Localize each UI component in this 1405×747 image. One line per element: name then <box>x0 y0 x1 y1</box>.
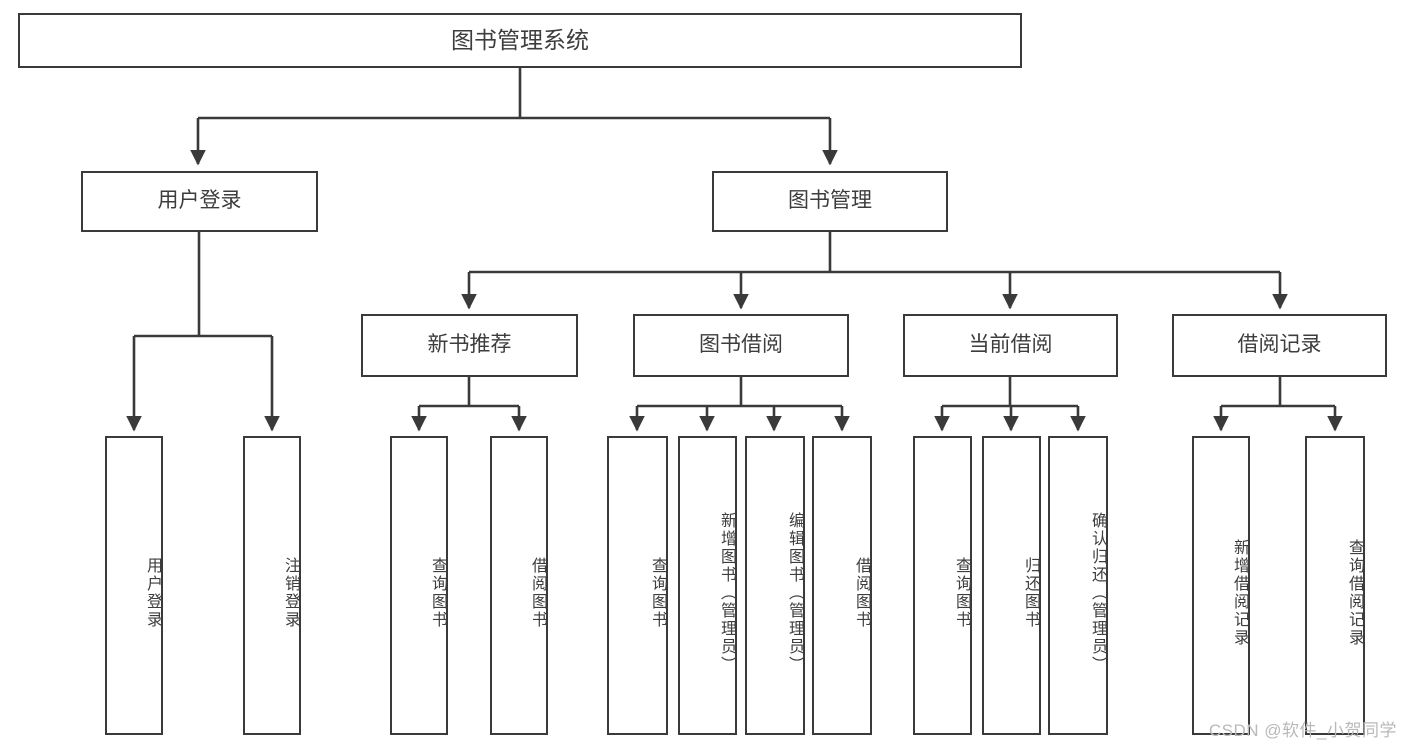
leaf-user-login-2-label: 注销登录 <box>282 556 299 629</box>
node-current-borrow[interactable]: 当前借阅 <box>903 314 1118 377</box>
leaf-book-borrow-2[interactable]: 新增图书（管理员） <box>678 436 737 735</box>
leaf-current-borrow-1[interactable]: 查询图书 <box>913 436 972 735</box>
node-user-login[interactable]: 用户登录 <box>81 171 318 232</box>
leaf-user-login-2[interactable]: 注销登录 <box>243 436 301 735</box>
leaf-user-login-1-label: 用户登录 <box>144 556 161 629</box>
leaf-book-borrow-4[interactable]: 借阅图书 <box>812 436 872 735</box>
leaf-current-borrow-2[interactable]: 归还图书 <box>982 436 1041 735</box>
leaf-current-borrow-3-label: 确认归还（管理员） <box>1089 511 1106 674</box>
leaf-book-borrow-1[interactable]: 查询图书 <box>607 436 668 735</box>
node-book-management-label: 图书管理 <box>788 189 872 213</box>
node-borrow-record-label: 借阅记录 <box>1237 333 1322 357</box>
leaf-new-book-2[interactable]: 借阅图书 <box>490 436 548 735</box>
leaf-borrow-record-1[interactable]: 新增借阅记录 <box>1192 436 1250 735</box>
leaf-new-book-1[interactable]: 查询图书 <box>390 436 448 735</box>
leaf-borrow-record-2[interactable]: 查询借阅记录 <box>1305 436 1365 735</box>
node-current-borrow-label: 当前借阅 <box>968 333 1053 357</box>
leaf-book-borrow-1-label: 查询图书 <box>649 556 666 629</box>
leaf-new-book-1-label: 查询图书 <box>429 556 446 629</box>
leaf-book-borrow-3[interactable]: 编辑图书（管理员） <box>745 436 805 735</box>
leaf-current-borrow-2-label: 归还图书 <box>1022 556 1039 629</box>
node-root-label: 图书管理系统 <box>451 26 589 53</box>
leaf-book-borrow-3-label: 编辑图书（管理员） <box>786 511 803 674</box>
node-book-management[interactable]: 图书管理 <box>712 171 948 232</box>
leaf-new-book-2-label: 借阅图书 <box>529 556 546 629</box>
node-book-borrow-label: 图书借阅 <box>699 333 783 357</box>
csdn-watermark: CSDN @软件_小贺同学 <box>1208 721 1397 740</box>
leaf-borrow-record-2-label: 查询借阅记录 <box>1346 538 1363 647</box>
node-new-book-recommend[interactable]: 新书推荐 <box>361 314 578 377</box>
leaf-current-borrow-3[interactable]: 确认归还（管理员） <box>1048 436 1108 735</box>
leaf-borrow-record-1-label: 新增借阅记录 <box>1231 538 1248 647</box>
node-borrow-record[interactable]: 借阅记录 <box>1172 314 1387 377</box>
leaf-user-login-1[interactable]: 用户登录 <box>105 436 163 735</box>
leaf-book-borrow-2-label: 新增图书（管理员） <box>718 511 735 674</box>
node-root-system[interactable]: 图书管理系统 <box>18 13 1022 68</box>
node-book-borrow[interactable]: 图书借阅 <box>633 314 849 377</box>
node-user-login-label: 用户登录 <box>157 189 242 213</box>
node-new-book-recommend-label: 新书推荐 <box>427 333 512 357</box>
leaf-current-borrow-1-label: 查询图书 <box>953 556 970 629</box>
leaf-book-borrow-4-label: 借阅图书 <box>853 556 870 629</box>
